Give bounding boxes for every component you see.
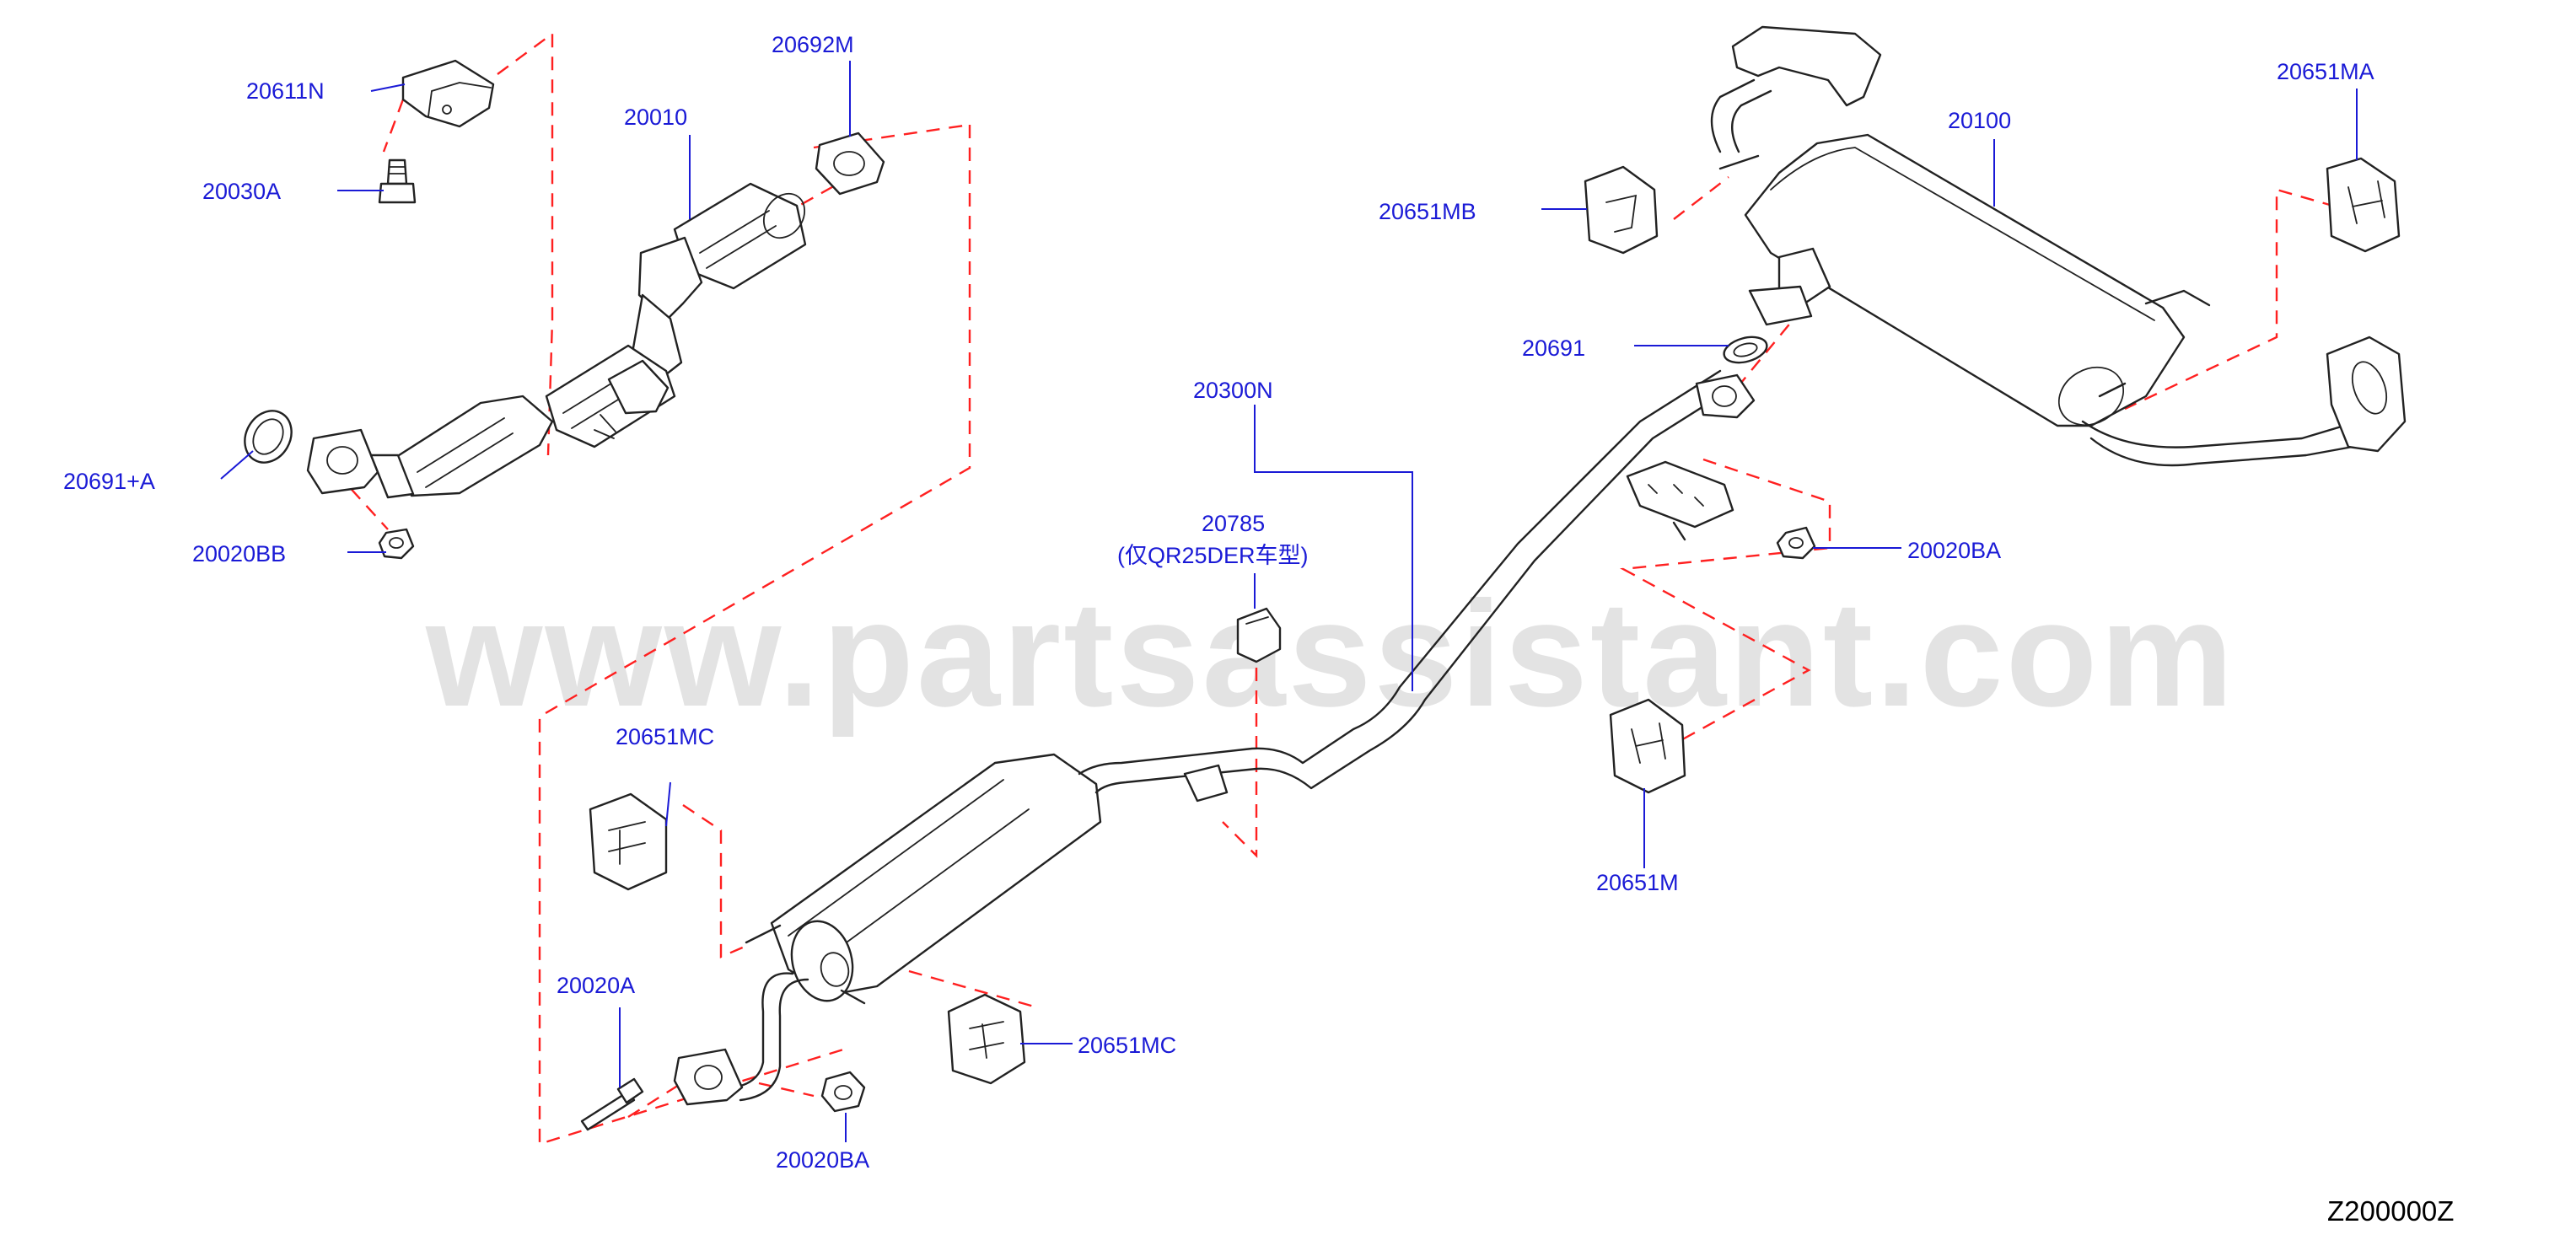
part-labels: 20611N 20030A 20010 20692M 20691+A 20020…: [63, 32, 2374, 1173]
bracket-20785-part: [1236, 607, 1282, 663]
watermark: www.partsassistant.com: [425, 570, 2236, 738]
rubber-hanger-20651mb-part: [1584, 165, 1659, 255]
assembly-lines: [320, 31, 2337, 1146]
stud-bolt-20020a-part: [580, 1077, 644, 1131]
label-20030a[interactable]: 20030A: [202, 179, 281, 204]
rubber-hanger-20651mc-lower-part: [947, 993, 1026, 1085]
label-20651ma[interactable]: 20651MA: [2277, 59, 2374, 84]
label-20785[interactable]: 20785: [1202, 511, 1265, 536]
heat-shield-bracket-part: [401, 59, 495, 128]
label-20691-a[interactable]: 20691+A: [63, 469, 155, 494]
gasket-20691-part: [1723, 336, 1768, 364]
rear-muffler-part: [1710, 25, 2407, 467]
diagram-code: Z200000Z: [2327, 1195, 2454, 1227]
label-20300n[interactable]: 20300N: [1193, 378, 1273, 403]
rubber-hanger-20651ma-part: [2326, 157, 2401, 253]
label-20692m[interactable]: 20692M: [772, 32, 854, 57]
rubber-hanger-20651mc-upper-part: [589, 792, 668, 891]
label-20020a[interactable]: 20020A: [557, 973, 635, 998]
label-20100[interactable]: 20100: [1948, 108, 2011, 133]
bolt-20030a-part: [378, 158, 417, 204]
center-pipe-muffler-part: [673, 369, 1756, 1106]
nut-20020ba-bottom-part: [820, 1071, 866, 1113]
gasket-ring-part: [244, 410, 293, 464]
label-20785-note: (仅QR25DER车型): [1117, 543, 1309, 568]
label-20020bb[interactable]: 20020BB: [192, 541, 286, 566]
label-20611n[interactable]: 20611N: [246, 78, 325, 104]
label-20010[interactable]: 20010: [624, 105, 687, 130]
label-20651mb[interactable]: 20651MB: [1379, 199, 1476, 224]
label-20691[interactable]: 20691: [1522, 336, 1585, 361]
leader-lines: [220, 61, 2358, 1142]
label-20651m[interactable]: 20651M: [1596, 870, 1679, 895]
rubber-hanger-20651m-part: [1609, 698, 1686, 794]
label-20651mc-upper[interactable]: 20651MC: [616, 724, 714, 749]
front-pipe-catalyst-part: [306, 182, 807, 499]
label-20651mc-lower[interactable]: 20651MC: [1078, 1033, 1176, 1058]
gasket-20692m-part: [815, 132, 885, 196]
label-20020ba-bottom[interactable]: 20020BA: [776, 1147, 869, 1173]
nut-20020bb-part: [378, 528, 415, 560]
label-20020ba-right[interactable]: 20020BA: [1907, 538, 2001, 563]
nut-20020ba-right-part: [1776, 526, 1816, 560]
